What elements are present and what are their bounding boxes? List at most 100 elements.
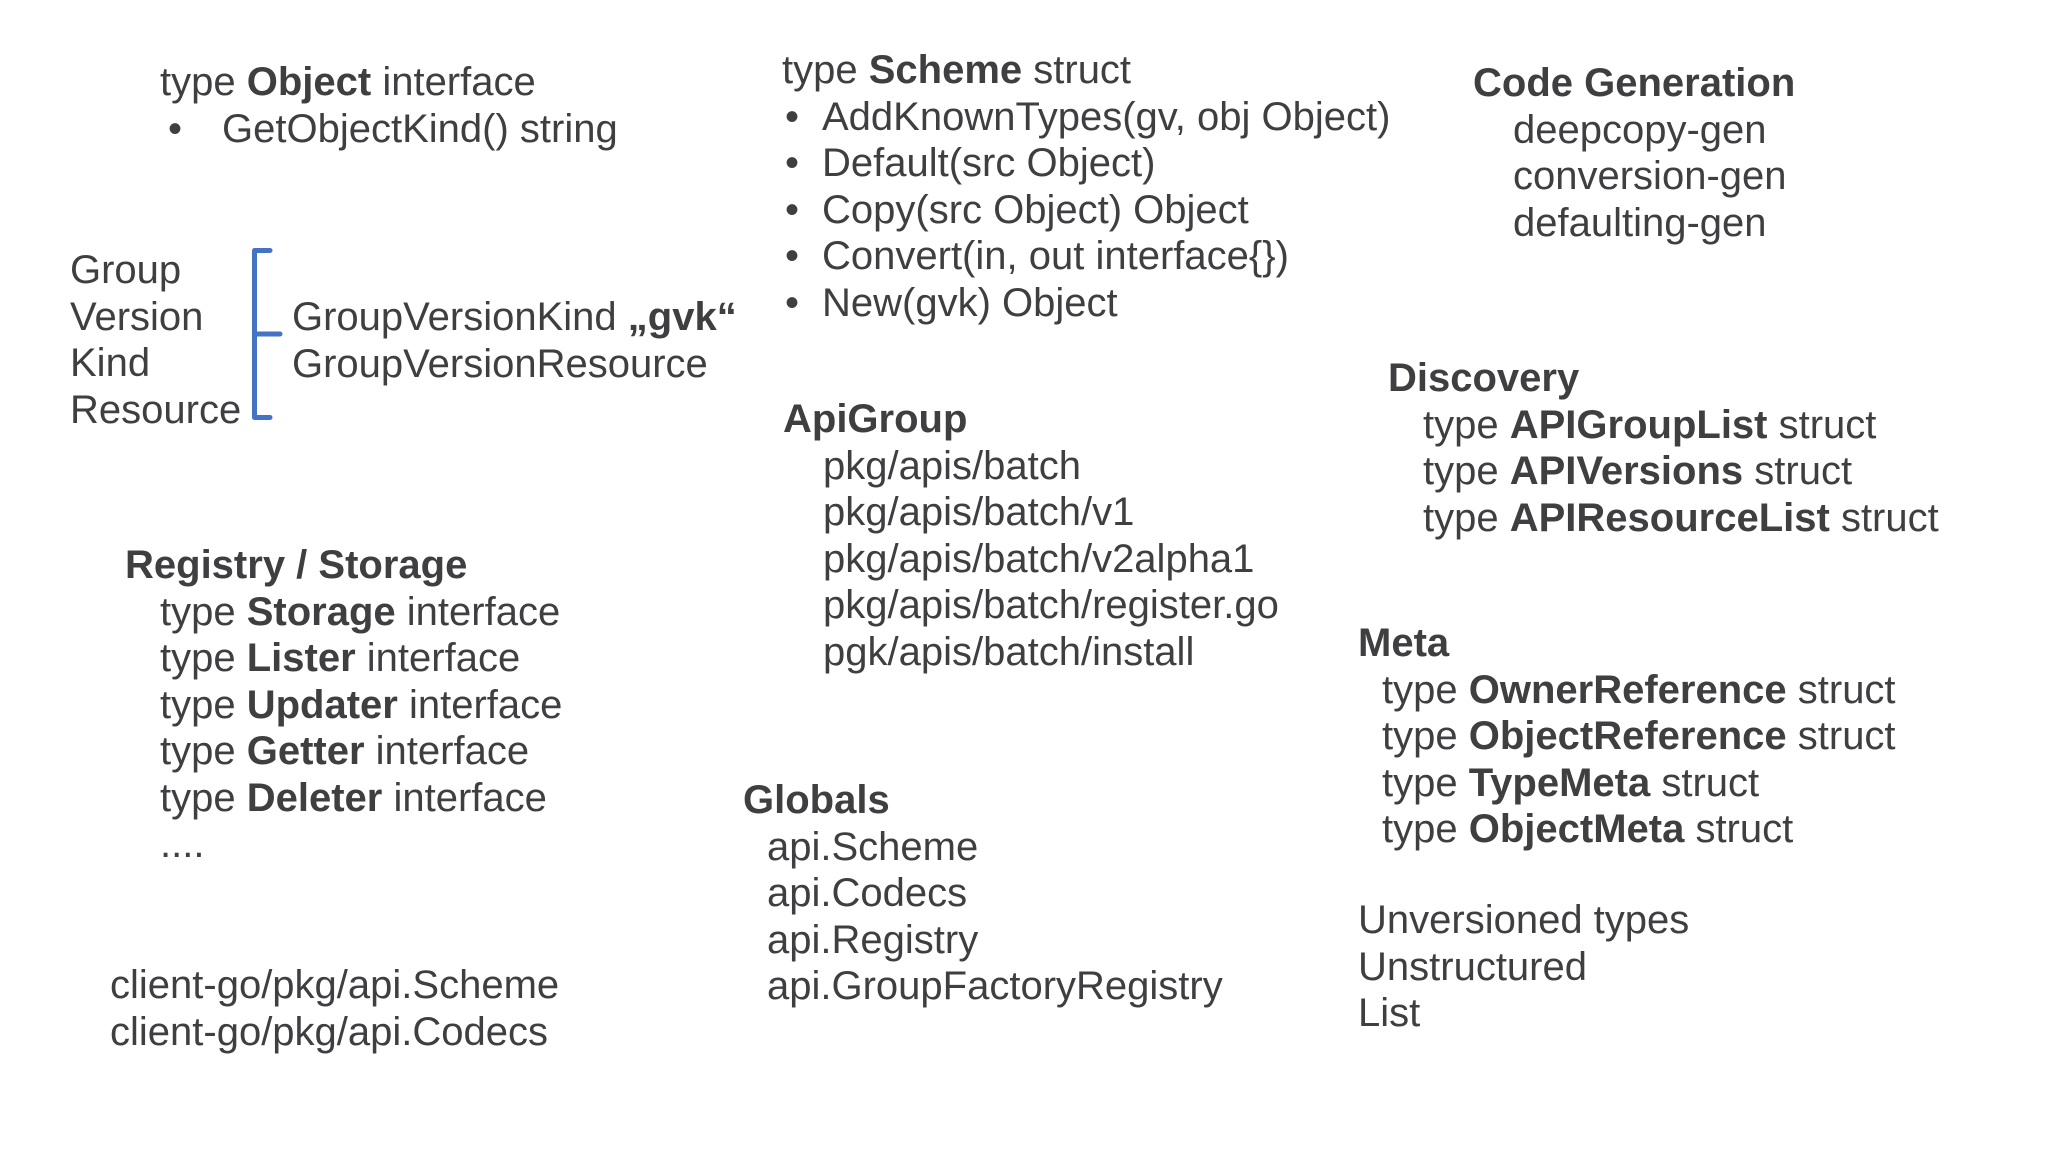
- scheme-method-line: •Copy(src Object) Object: [782, 187, 1390, 234]
- item-post: interface: [355, 636, 521, 680]
- apigroup-path: pgk/apis/batch/install: [823, 629, 1195, 674]
- apigroup-path: pkg/apis/batch/v2alpha1: [823, 536, 1255, 581]
- item-bold: APIResourceList: [1509, 495, 1830, 540]
- unstructured-line: Unstructured: [1358, 944, 1587, 989]
- globals-title: Globals: [743, 778, 890, 822]
- meta-item: type OwnerReference struct: [1382, 667, 1896, 714]
- scheme-method: New(gvk) Object: [822, 280, 1118, 325]
- grouping-brace-icon: [252, 248, 283, 420]
- object-interface-block: type Object interface • GetObjectKind() s…: [160, 59, 618, 152]
- object-type-line: type Object interface: [160, 59, 618, 106]
- item-bold: APIGroupList: [1509, 402, 1768, 447]
- gvkr-term-kind: Kind: [70, 341, 151, 385]
- registry-item: type Getter interface: [160, 728, 562, 775]
- meta-item: type TypeMeta struct: [1382, 760, 1896, 807]
- item-bold: Getter: [246, 729, 365, 773]
- apigroup-path: pkg/apis/batch/register.go: [823, 583, 1279, 627]
- clientgo-scheme-line: client-go/pkg/api.Scheme: [110, 963, 560, 1007]
- item-pre: type: [1382, 667, 1469, 712]
- item-bold: Updater: [246, 682, 398, 727]
- item-post: interface: [395, 589, 561, 634]
- globals-item: api.Registry: [767, 917, 979, 962]
- item-post: struct: [1786, 667, 1896, 712]
- unversioned-line: Unversioned types: [1358, 898, 1690, 942]
- item-pre: type: [160, 729, 247, 773]
- discovery-item: type APIVersions struct: [1423, 448, 1939, 495]
- registry-item: type Storage interface: [160, 589, 562, 636]
- scheme-method-line: •Default(src Object): [782, 140, 1390, 187]
- scheme-title-bold: Scheme: [868, 48, 1023, 92]
- discovery-block: Discovery type APIGroupList struct type …: [1388, 355, 1939, 541]
- item-pre: type: [160, 682, 247, 727]
- item-pre: type: [1423, 495, 1510, 540]
- scheme-method-line: • New(gvk) Object: [782, 280, 1390, 327]
- discovery-item: type APIResourceList struct: [1423, 495, 1939, 542]
- codegen-tool: deepcopy-gen: [1513, 107, 1767, 152]
- bullet-icon: •: [785, 280, 800, 325]
- registry-item: type Deleter interface: [160, 775, 562, 822]
- bullet-icon: •: [785, 94, 800, 139]
- codegen-tool: conversion-gen: [1513, 154, 1787, 198]
- item-bold: Lister: [246, 636, 356, 680]
- item-pre: type: [160, 589, 247, 634]
- object-title-pre: type: [160, 60, 247, 104]
- registry-storage-title: Registry / Storage: [125, 543, 468, 587]
- clientgo-paths-block: client-go/pkg/api.Scheme client-go/pkg/a…: [110, 962, 559, 1055]
- meta-item: type ObjectMeta struct: [1382, 806, 1896, 853]
- object-title-bold: Object: [246, 60, 372, 104]
- globals-block: Globals api.Scheme api.Codecs api.Regist…: [743, 777, 1223, 1010]
- meta-item: type ObjectReference struct: [1382, 713, 1896, 760]
- meta-block: Meta type OwnerReference struct type Obj…: [1358, 620, 1896, 853]
- registry-item-ellipsis: ....: [160, 821, 562, 868]
- item-pre: type: [1382, 760, 1469, 805]
- item-pre: type: [1423, 402, 1510, 447]
- code-generation-items: deepcopy-gen conversion-gen defaulting-g…: [1513, 107, 1795, 247]
- item-post: struct: [1743, 449, 1853, 493]
- discovery-item: type APIGroupList struct: [1423, 402, 1939, 449]
- discovery-title: Discovery: [1388, 356, 1580, 400]
- item-post: interface: [382, 775, 547, 820]
- scheme-method: Copy(src Object) Object: [822, 187, 1249, 232]
- gvkr-term-group: Group: [70, 248, 182, 292]
- item-post: interface: [364, 729, 530, 773]
- scheme-struct-block: type Scheme struct •AddKnownTypes(gv, ob…: [782, 47, 1390, 326]
- scheme-method-line: •Convert(in, out interface{}): [782, 233, 1390, 280]
- globals-item: api.GroupFactoryRegistry: [767, 964, 1223, 1008]
- gvkr-term-resource: Resource: [70, 387, 242, 432]
- scheme-type-line: type Scheme struct: [782, 47, 1390, 94]
- code-generation-title: Code Generation: [1473, 61, 1796, 105]
- item-pre: type: [160, 636, 247, 680]
- registry-storage-items: type Storage interface type Lister inter…: [160, 589, 562, 868]
- item-bold: APIVersions: [1509, 449, 1744, 493]
- apigroup-path: pkg/apis/batch: [823, 443, 1081, 488]
- object-title-post: interface: [371, 60, 536, 104]
- globals-item: api.Scheme: [767, 824, 979, 869]
- registry-item: type Lister interface: [160, 635, 562, 682]
- item-post: struct: [1786, 714, 1896, 758]
- item-bold: Deleter: [246, 775, 383, 820]
- bullet-icon: •: [168, 106, 183, 151]
- item-pre: type: [1382, 807, 1469, 851]
- item-pre: ....: [160, 822, 205, 866]
- scheme-title-pre: type: [782, 48, 869, 92]
- scheme-method: Convert(in, out interface{}): [822, 234, 1289, 278]
- meta-title: Meta: [1358, 621, 1450, 665]
- item-post: struct: [1684, 807, 1794, 851]
- object-method: GetObjectKind() string: [222, 106, 618, 151]
- item-pre: type: [1382, 714, 1469, 758]
- gvk-abbrev: „gvk“: [627, 295, 737, 339]
- code-generation-block: Code Generation deepcopy-gen conversion-…: [1473, 60, 1795, 246]
- globals-item: api.Codecs: [767, 871, 968, 915]
- scheme-method: Default(src Object): [822, 141, 1156, 185]
- list-line: List: [1358, 991, 1421, 1035]
- item-bold: OwnerReference: [1468, 667, 1787, 712]
- gvk-names-block: GroupVersionKind „gvk“ GroupVersionResou…: [292, 294, 737, 387]
- gvkr-term-version: Version: [70, 294, 204, 339]
- item-bold: Storage: [246, 589, 396, 634]
- apigroup-path: pkg/apis/batch/v1: [823, 490, 1135, 534]
- codegen-tool: defaulting-gen: [1513, 200, 1767, 245]
- gvr-line: GroupVersionResource: [292, 341, 708, 386]
- scheme-method-line: •AddKnownTypes(gv, obj Object): [782, 94, 1390, 141]
- registry-storage-block: Registry / Storage type Storage interfac…: [125, 542, 562, 868]
